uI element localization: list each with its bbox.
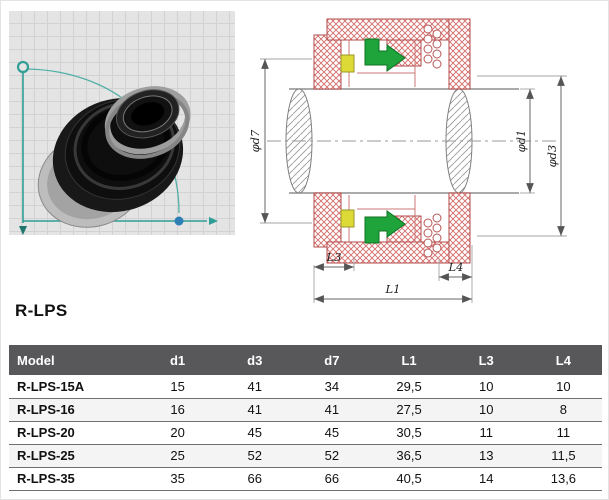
table-row: R-LPS-25 25 52 52 36,5 13 11,5 bbox=[9, 444, 602, 468]
dim-l4: L4 bbox=[438, 245, 473, 303]
cell-value: 29,5 bbox=[370, 375, 448, 399]
col-header-l1: L1 bbox=[370, 345, 448, 375]
col-header-d1: d1 bbox=[139, 345, 217, 375]
col-header-d3: d3 bbox=[216, 345, 294, 375]
cell-value: 35 bbox=[139, 467, 217, 491]
seal-half-top bbox=[313, 18, 471, 90]
cell-value: 41 bbox=[216, 375, 294, 399]
cell-value: 45 bbox=[293, 421, 371, 445]
col-header-l3: L3 bbox=[447, 345, 525, 375]
cell-value: 52 bbox=[293, 444, 371, 468]
spec-table: Model d1 d3 d7 L1 L3 L4 R-LPS-15A 15 41 … bbox=[9, 345, 602, 491]
cell-value: 10 bbox=[524, 375, 602, 399]
mechanical-seal-image bbox=[37, 86, 191, 228]
cell-value: 13 bbox=[447, 444, 525, 468]
cell-value: 8 bbox=[524, 398, 602, 422]
table-row: R-LPS-15A 15 41 34 29,5 10 10 bbox=[9, 375, 602, 399]
col-header-l4: L4 bbox=[524, 345, 602, 375]
cell-value: 52 bbox=[216, 444, 294, 468]
dim-d3: φd3 bbox=[477, 75, 567, 237]
spring-coils bbox=[423, 24, 442, 69]
cell-value: 10 bbox=[447, 375, 525, 399]
cell-model: R-LPS-25 bbox=[9, 444, 139, 468]
green-flow-arrow-icon bbox=[364, 38, 406, 72]
cell-value: 41 bbox=[293, 398, 371, 422]
cell-value: 13,6 bbox=[524, 467, 602, 491]
yellow-gasket bbox=[340, 54, 355, 73]
cell-value: 25 bbox=[139, 444, 217, 468]
cell-value: 36,5 bbox=[370, 444, 448, 468]
cell-value: 16 bbox=[139, 398, 217, 422]
table-row: R-LPS-20 20 45 45 30,5 11 11 bbox=[9, 421, 602, 445]
cell-value: 20 bbox=[139, 421, 217, 445]
cell-value: 40,5 bbox=[370, 467, 448, 491]
col-header-model: Model bbox=[9, 345, 139, 375]
cell-value: 11 bbox=[524, 421, 602, 445]
dim-label-d1: φd1 bbox=[514, 130, 528, 153]
cell-value: 34 bbox=[293, 375, 371, 399]
cell-model: R-LPS-35 bbox=[9, 467, 139, 491]
dim-l1: L1 bbox=[314, 282, 472, 303]
dim-label-l1: L1 bbox=[385, 282, 401, 296]
cell-value: 11,5 bbox=[524, 444, 602, 468]
seal-photo bbox=[9, 11, 235, 235]
dim-d7: φd7 bbox=[248, 58, 312, 224]
cell-value: 41 bbox=[216, 398, 294, 422]
axis-arrow-right-icon bbox=[209, 217, 218, 225]
dim-label-l3: L3 bbox=[326, 250, 342, 264]
table-row: R-LPS-35 35 66 66 40,5 14 13,6 bbox=[9, 467, 602, 491]
cell-model: R-LPS-20 bbox=[9, 421, 139, 445]
dim-label-d3: φd3 bbox=[545, 145, 559, 168]
dim-label-d7: φd7 bbox=[248, 129, 262, 152]
cell-value: 10 bbox=[447, 398, 525, 422]
dim-label-l4: L4 bbox=[448, 260, 464, 274]
shaft bbox=[267, 88, 557, 194]
cell-value: 15 bbox=[139, 375, 217, 399]
technical-drawing: φd7 φd1 φd3 L3 L4 bbox=[248, 18, 567, 303]
axis-dot bbox=[174, 216, 184, 226]
spec-table-header: Model d1 d3 d7 L1 L3 L4 bbox=[9, 345, 602, 375]
dim-d1: φd1 bbox=[514, 88, 535, 194]
cell-model: R-LPS-16 bbox=[9, 398, 139, 422]
cell-value: 66 bbox=[216, 467, 294, 491]
cell-value: 27,5 bbox=[370, 398, 448, 422]
axis-arrow-down-icon bbox=[19, 226, 27, 235]
axis-origin-circle bbox=[16, 60, 30, 74]
col-header-d7: d7 bbox=[293, 345, 371, 375]
cell-value: 45 bbox=[216, 421, 294, 445]
cell-value: 11 bbox=[447, 421, 525, 445]
table-row: R-LPS-16 16 41 41 27,5 10 8 bbox=[9, 398, 602, 422]
cell-value: 14 bbox=[447, 467, 525, 491]
cell-value: 66 bbox=[293, 467, 371, 491]
cell-value: 30,5 bbox=[370, 421, 448, 445]
product-series-title: R-LPS bbox=[15, 301, 68, 320]
cell-model: R-LPS-15A bbox=[9, 375, 139, 399]
